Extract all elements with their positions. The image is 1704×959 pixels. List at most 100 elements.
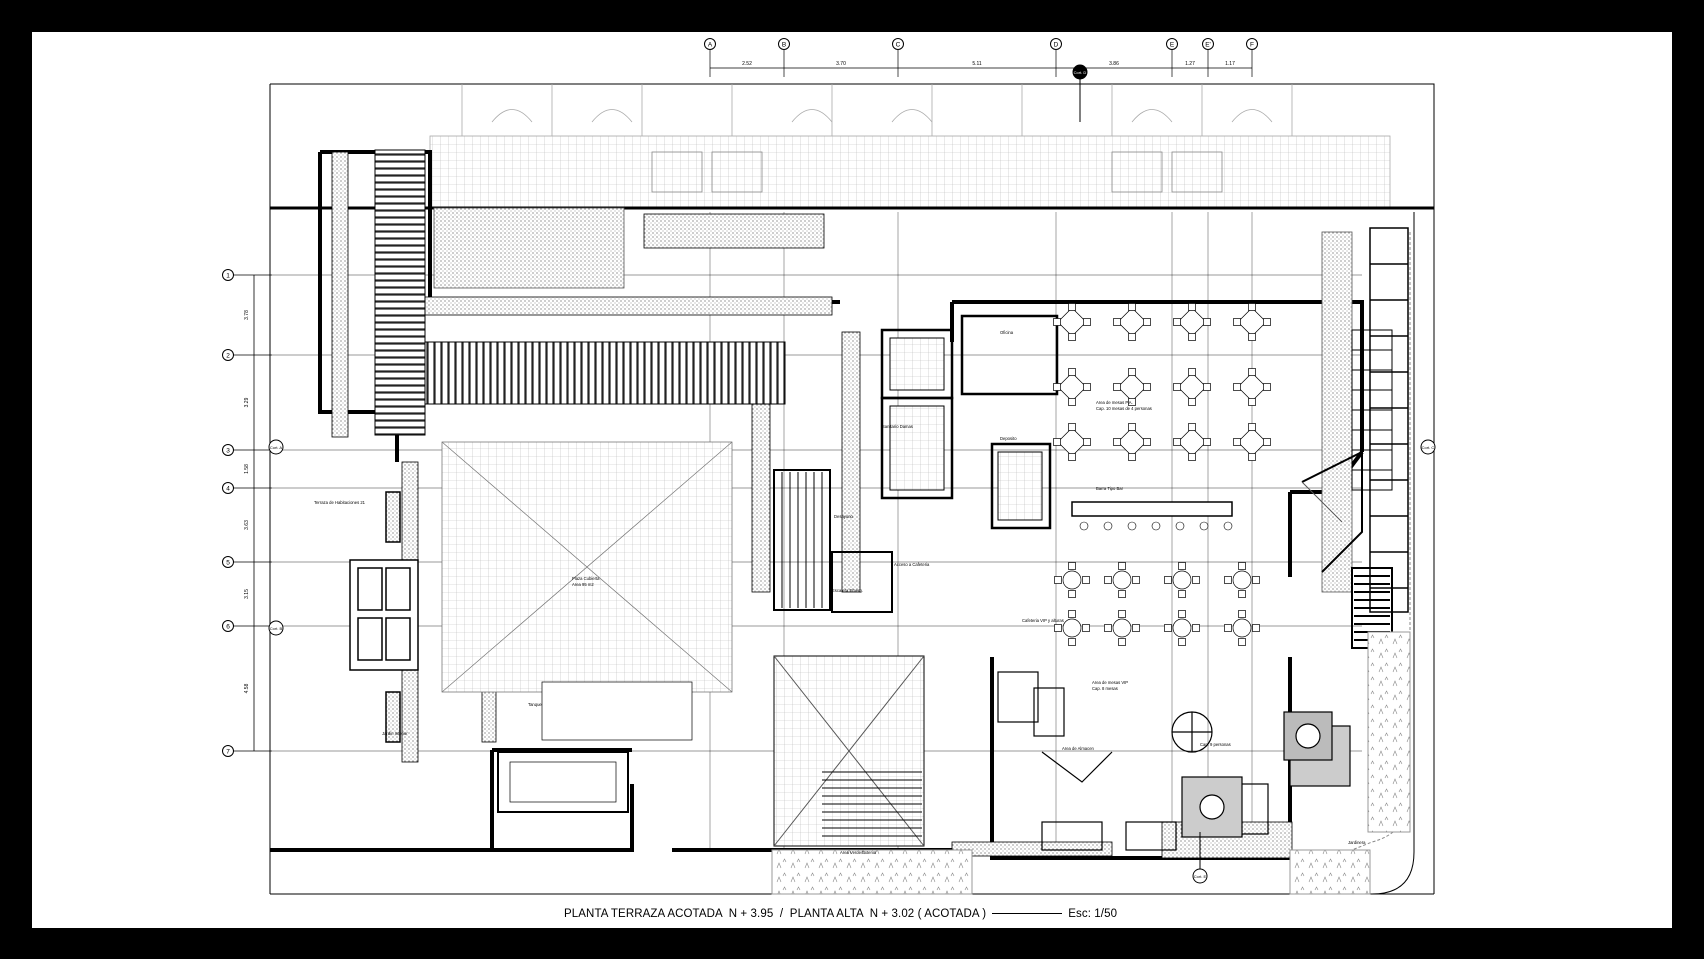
column-axis-label: C [896,42,901,49]
column-dimension: 1.27 [1185,61,1195,67]
table-set [1164,562,1200,598]
column-dimension: 3.70 [836,61,846,67]
table-set [1113,423,1151,461]
table-set [1053,423,1091,461]
table-set [1224,610,1260,646]
label-terraza: Terraza de Habitaciones 21 [314,500,366,505]
svg-text:Cort. D: Cort. D [1074,70,1087,75]
column-axis-2: C [892,38,904,77]
column-dimension: 1.17 [1225,61,1235,67]
service-rooms [880,314,1059,530]
section-mark-b: Cort. B [268,620,284,636]
section-mark-e: Cort. E [1192,868,1208,884]
label-plaza-area: Area 95 m2 [572,582,594,587]
bar-stool [1079,521,1089,531]
drawing-caption: PLANTA TERRAZA ACOTADA N + 3.95 / PLANTA… [564,908,1117,920]
label-jardin: Jardin Interior [382,731,408,736]
column-axis-label: F [1250,42,1254,49]
covered-plaza [441,441,733,813]
curved-garden [1282,212,1415,895]
room-labels: Terraza de Habitaciones 21 Plaza Cubiert… [314,330,1366,855]
column-axis-5: E' [1202,38,1214,77]
table-set [1053,368,1091,406]
label-desayuno: Desayuno [834,514,854,519]
column-axis-6: F [1246,38,1258,77]
stair-core [773,469,925,847]
cafeteria-tables [1053,303,1271,646]
bar-stool [1175,521,1185,531]
column-axis-4: E [1166,38,1178,77]
label-acceso: Acceso a Cafeteria [894,562,930,567]
row-axis-label: 2 [226,353,230,360]
water-features [349,491,419,743]
row-dimension: 3.29 [244,397,250,407]
bar-stool [1199,521,1209,531]
bar-stool [1223,521,1233,531]
label-vip: Area de mesas VIP [1092,680,1128,685]
section-mark-a: Cort. A [268,439,284,455]
label-area-cap: Cap. 10 mesas de 4 personas [1096,406,1152,411]
bar-stool [1103,521,1113,531]
svg-text:Cort. E: Cort. E [1194,874,1207,879]
row-axis-label: 5 [226,560,230,567]
row-dimension: 3.63 [244,520,250,530]
column-axis-label: E [1170,42,1175,49]
svg-text:Cort. A: Cort. A [270,445,283,450]
column-dimension: 5.11 [972,61,982,67]
label-vip-cap: Cap. 8 mesas [1092,686,1118,691]
vip-almacen-rooms [997,671,1351,851]
row-axis-label: 1 [226,273,230,280]
label-tanque: Tanque [528,702,542,707]
table-set [1054,562,1090,598]
label-jardinera: Jardinera [1348,840,1366,845]
row-axis-label: 4 [226,486,230,493]
table-set [1053,303,1091,341]
row-dimension: 1.58 [244,464,250,474]
table-set [1233,423,1271,461]
column-axis-3: D [1050,38,1062,77]
svg-text:Cort. B: Cort. B [270,626,283,631]
label-cap9: Cap. 9 personas [1200,742,1231,747]
column-axis-label: B [782,42,786,49]
column-axis-0: A [704,38,716,77]
table-set [1233,368,1271,406]
label-oficina: Oficina [1000,330,1014,335]
column-axis-label: A [708,42,713,49]
pergola-slats [374,149,786,436]
svg-text:Cort. C: Cort. C [1422,445,1435,450]
right-stair-ramp [1301,329,1393,649]
label-deposito: Deposito [1000,436,1017,441]
label-bano: Sanitario Damas [882,424,913,429]
section-mark-d: Cort. D [1072,64,1088,80]
label-cafeteria: Cafeteria VIP y alturas [1022,618,1064,623]
row-dimension: 3.15 [244,589,250,599]
table-set [1173,423,1211,461]
row-axis-label: 3 [226,448,230,455]
table-set [1224,562,1260,598]
section-markers: Cort. A Cort. B Cort. C Cort. D Cort. E [268,64,1436,884]
bar-stool [1127,521,1137,531]
column-axis-1: B [778,38,790,77]
column-axis-label: E' [1205,42,1211,49]
table-set [1054,610,1090,646]
table-set [1113,368,1151,406]
caption-title: PLANTA TERRAZA ACOTADA N + 3.95 / PLANTA… [564,908,987,920]
table-set [1104,562,1140,598]
row-axis-label: 6 [226,624,230,631]
label-escalera: Escalera Emerg. [832,588,863,593]
bar-counter [1071,501,1233,517]
table-set [1104,610,1140,646]
label-barra: Barra Tipo Bar [1096,486,1124,491]
caption-scale: Esc: 1/50 [1068,908,1118,920]
table-set [1233,303,1271,341]
table-set [1113,303,1151,341]
label-area-mesas: Area de mesas P.A. [1096,400,1133,405]
bottom-garden [771,849,1371,895]
row-axis-label: 7 [226,749,230,756]
column-axis-label: D [1054,42,1059,49]
label-almacen: Area de Almacen [1062,746,1095,751]
